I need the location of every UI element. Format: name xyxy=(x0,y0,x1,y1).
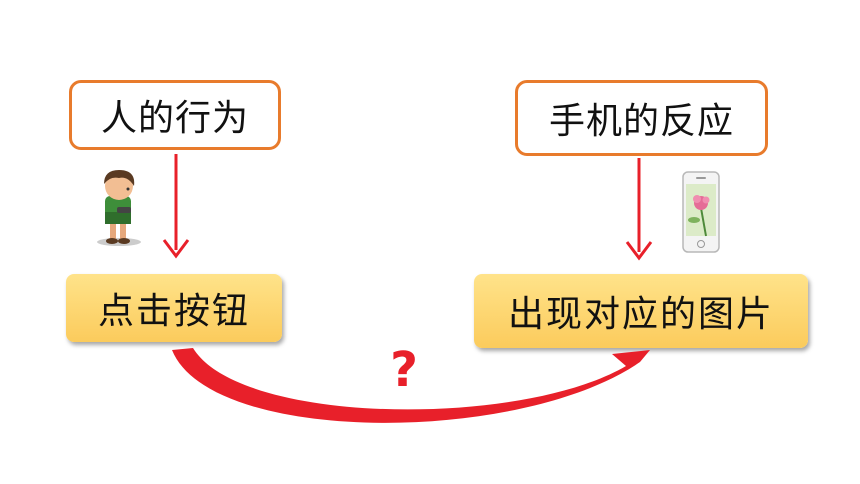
click-button-text: 点击按钮 xyxy=(97,291,250,332)
smartphone-flower-icon xyxy=(682,171,720,253)
question-mark: ? xyxy=(390,342,418,398)
show-image-text: 出现对应的图片 xyxy=(507,294,774,335)
boy-with-phone-icon xyxy=(97,170,141,246)
human-behavior-text: 人的行为 xyxy=(100,98,249,139)
phone-reaction-label: 手机的反应 xyxy=(515,80,768,156)
click-button-box: 点击按钮 xyxy=(66,274,282,342)
left-down-arrow xyxy=(162,154,190,259)
curved-arrow xyxy=(172,348,650,423)
human-behavior-label: 人的行为 xyxy=(69,80,281,150)
phone-reaction-text: 手机的反应 xyxy=(548,101,734,142)
show-image-box: 出现对应的图片 xyxy=(474,274,808,348)
right-down-arrow xyxy=(625,158,653,261)
